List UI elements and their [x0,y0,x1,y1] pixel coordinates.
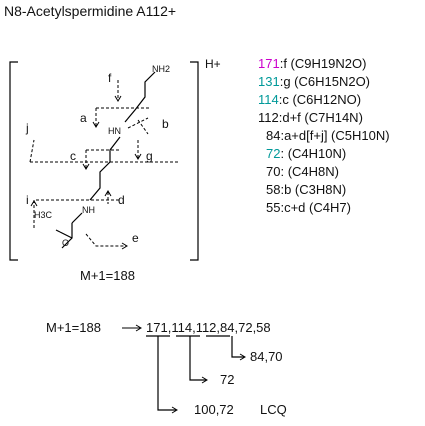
fragment-item: 131:g (C6H15N2O) [258,74,370,89]
atom-h3c: H3C [34,210,53,220]
fragment-label: :g (C6H15N2O) [280,74,370,89]
cleavage-label-g: g [146,149,153,163]
fragment-mass: 70 [266,164,280,179]
fragment-mass: 114 [258,92,279,107]
fragment-mass: 55 [266,200,280,215]
tree-series: 171,114,112,84,72,58 [146,320,271,335]
fragment-item: 70: (C4H8N) [266,164,339,179]
cleavage-label-e: e [132,231,139,245]
charge-label: H+ [205,57,221,71]
fragment-label: :c+d (C4H7) [280,200,350,215]
fragment-list: 171:f (C9H19N2O) 131:g (C6H15N2O) 114:c … [258,56,390,215]
cleavage-lines [29,80,180,250]
tree-branch-3: 100,72 [194,402,234,417]
fragment-label: : (C4H10N) [280,146,346,161]
tree-parent: M+1=188 [46,320,101,335]
molecule-skeleton [55,71,156,249]
fragment-item: 58:b (C3H8N) [266,182,346,197]
fragment-item: 114:c (C6H12NO) [258,92,361,107]
tree-branch-1: 84,70 [250,349,283,364]
fragment-item: 55:c+d (C4H7) [266,200,351,215]
diagram-title: N8-Acetylspermidine A112+ [4,3,176,19]
left-bracket [9,61,18,261]
fragment-label: :c (C6H12NO) [279,92,361,107]
cleavage-label-i: i [26,193,29,207]
tree-series-112: 112 [196,320,217,335]
fragment-mass: 112 [258,110,279,125]
cleavage-label-b: b [162,117,169,131]
fragmentation-tree: M+1=188 171,114,112,84,72,58 84,70 72 10… [46,320,287,417]
fragment-mass: 84 [266,128,280,143]
fragment-label: :b (C3H8N) [280,182,346,197]
atom-nh2: NH2 [152,64,170,74]
fragment-label: :d+f (C7H14N) [279,110,363,125]
fragment-mass: 171 [258,56,280,71]
cleavage-label-a: a [80,111,87,125]
right-bracket [190,61,199,261]
cleavage-label-d: d [118,193,125,207]
fragment-item: 112:d+f (C7H14N) [258,110,363,125]
fragment-item: 171:f (C9H19N2O) [258,56,366,71]
fragment-mass: 72 [266,146,280,161]
tree-series-114: 114 [171,320,192,335]
cleavage-label-f: f [108,71,112,85]
atom-nh: NH [82,205,95,215]
fragment-label: : (C4H8N) [280,164,339,179]
atom-o: O [62,238,69,248]
fragment-item: 84:a+d[f+j] (C5H10N) [266,128,390,143]
cleavage-label-c: c [70,149,76,163]
fragment-label: :a+d[f+j] (C5H10N) [280,128,389,143]
fragment-item: 72: (C4H10N) [266,146,346,161]
fragment-mass: 131 [258,74,280,89]
tree-series-171: 171 [146,320,168,335]
mplus1-label: M+1=188 [80,268,135,283]
cleavage-label-j: j [25,121,29,135]
tree-branch-2: 72 [220,372,234,387]
tree-method: LCQ [260,402,287,417]
fragment-mass: 58 [266,182,280,197]
atom-hn: HN [108,126,121,136]
fragment-label: :f (C9H19N2O) [280,56,367,71]
